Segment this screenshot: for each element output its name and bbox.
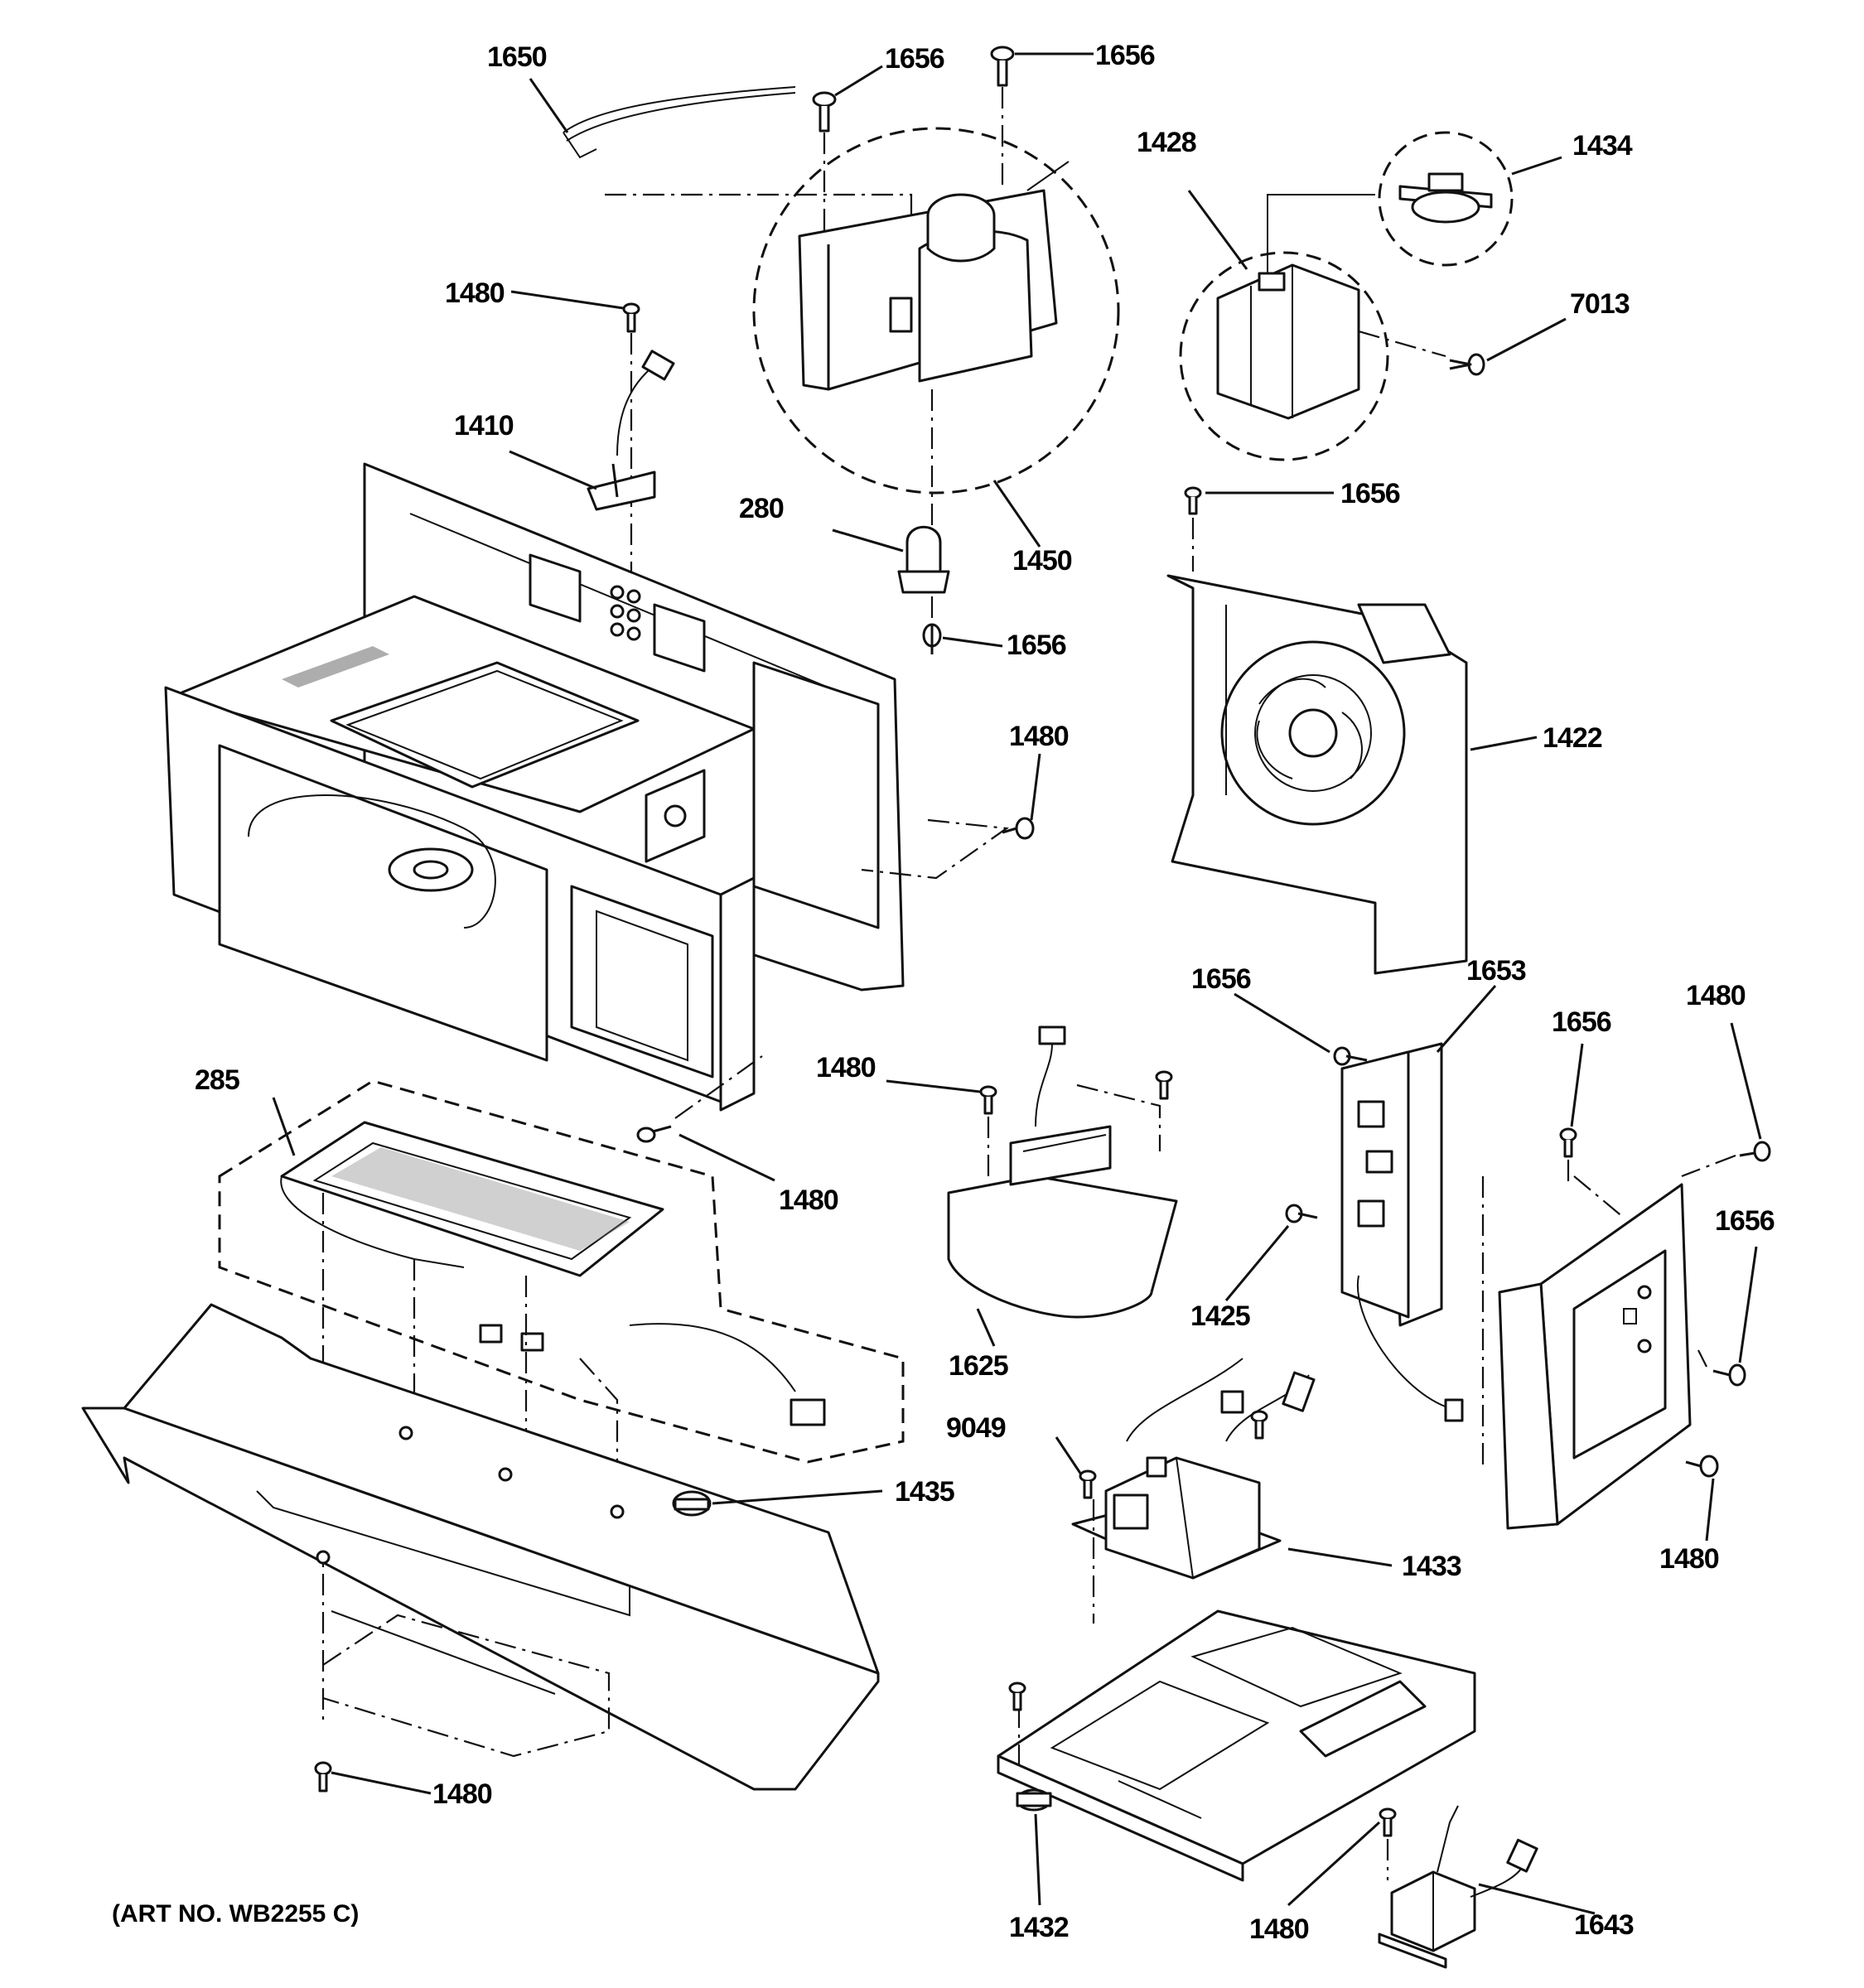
label-1422: 1422 <box>1543 722 1602 754</box>
label-1656e: 1656 <box>1191 963 1251 995</box>
screw-1480b-icon <box>1002 817 1035 840</box>
magnetron-1428 <box>1179 194 1446 461</box>
transformer-1433 <box>1071 1358 1316 1624</box>
screw-1656g-icon <box>1697 1349 1746 1387</box>
label-1480a: 1480 <box>445 277 505 309</box>
label-1650: 1650 <box>487 41 547 73</box>
label-1643: 1643 <box>1574 1909 1634 1941</box>
label-1656a: 1656 <box>885 43 944 75</box>
blower-fan-1422 <box>1166 574 1468 975</box>
label-1656d: 1656 <box>1340 478 1400 509</box>
art-number: (ART NO. WB2255 C) <box>112 1900 359 1928</box>
damper-assembly-1450 <box>752 127 1120 563</box>
label-1435: 1435 <box>895 1476 954 1508</box>
label-1480h: 1480 <box>1249 1913 1309 1945</box>
label-1480g: 1480 <box>432 1778 492 1810</box>
screw-1656a-icon <box>812 91 837 232</box>
screw-1656f-icon <box>1559 1127 1577 1185</box>
control-board-1653 <box>1340 1042 1464 1422</box>
screw-1425-icon <box>1285 1204 1318 1223</box>
label-1625: 1625 <box>949 1350 1008 1382</box>
cooktop-light-285 <box>218 1079 905 1723</box>
oven-cavity-chassis <box>164 462 1010 1112</box>
label-1480d: 1480 <box>779 1185 838 1216</box>
leader-lines <box>272 52 1762 1915</box>
label-1433: 1433 <box>1402 1551 1461 1582</box>
callout-labels: 1650 1656 1656 1480 1410 280 1450 1656 1… <box>112 40 1775 1945</box>
lamp-socket-280 <box>897 525 950 594</box>
label-1480c: 1480 <box>1686 980 1746 1011</box>
thermostat-1435 <box>672 1490 712 1517</box>
label-1425: 1425 <box>1190 1300 1250 1332</box>
vent-channel <box>81 1303 880 1791</box>
label-1434: 1434 <box>1572 130 1633 162</box>
screw-1656d-icon <box>1184 486 1202 572</box>
screw-1480f-icon <box>1685 1455 1719 1478</box>
label-1653: 1653 <box>1466 955 1526 987</box>
side-panel <box>1481 1175 1692 1530</box>
screw-1656b-icon <box>990 46 1015 191</box>
screw-7013-icon <box>1449 353 1485 376</box>
label-1656f: 1656 <box>1552 1006 1611 1038</box>
label-1480b: 1480 <box>1009 721 1069 752</box>
wire-harness-1650 <box>563 86 913 232</box>
label-7013: 7013 <box>1570 288 1630 320</box>
thermal-cutout-1432 <box>1016 1788 1052 1812</box>
sensor-bracket-1410 <box>587 302 675 770</box>
label-1410: 1410 <box>454 410 514 442</box>
base-plate <box>997 1609 1476 1882</box>
small-transformer-1643 <box>1378 1805 1538 1969</box>
stirrer-motor-1625 <box>947 1025 1178 1319</box>
screw-1480c-icon <box>1681 1141 1771 1178</box>
screw-9049-icon <box>1079 1469 1097 1499</box>
label-1656c: 1656 <box>1007 630 1066 661</box>
screw-1480e-icon <box>979 1085 997 1176</box>
label-1656b: 1656 <box>1095 40 1155 71</box>
label-1428: 1428 <box>1137 127 1196 158</box>
label-9049: 9049 <box>946 1412 1006 1444</box>
screw-transformer-icon <box>1250 1410 1268 1440</box>
screw-1480d-icon <box>636 1055 763 1143</box>
screw-1480h-icon <box>1379 1807 1397 1880</box>
thermostat-1434 <box>1378 131 1514 267</box>
label-1480e: 1480 <box>816 1052 876 1083</box>
label-1656g: 1656 <box>1715 1205 1775 1237</box>
label-1450: 1450 <box>1012 545 1072 577</box>
screw-1656c-icon <box>922 596 942 654</box>
label-285: 285 <box>195 1064 239 1096</box>
screw-1480g-icon <box>314 1761 332 1793</box>
label-280: 280 <box>739 493 784 524</box>
screw-right-motor-icon <box>1155 1070 1173 1100</box>
screw-1656e-icon <box>1333 1046 1368 1066</box>
screw-base-icon <box>1008 1682 1026 1711</box>
label-1432: 1432 <box>1009 1912 1069 1943</box>
label-1480f: 1480 <box>1659 1543 1719 1575</box>
